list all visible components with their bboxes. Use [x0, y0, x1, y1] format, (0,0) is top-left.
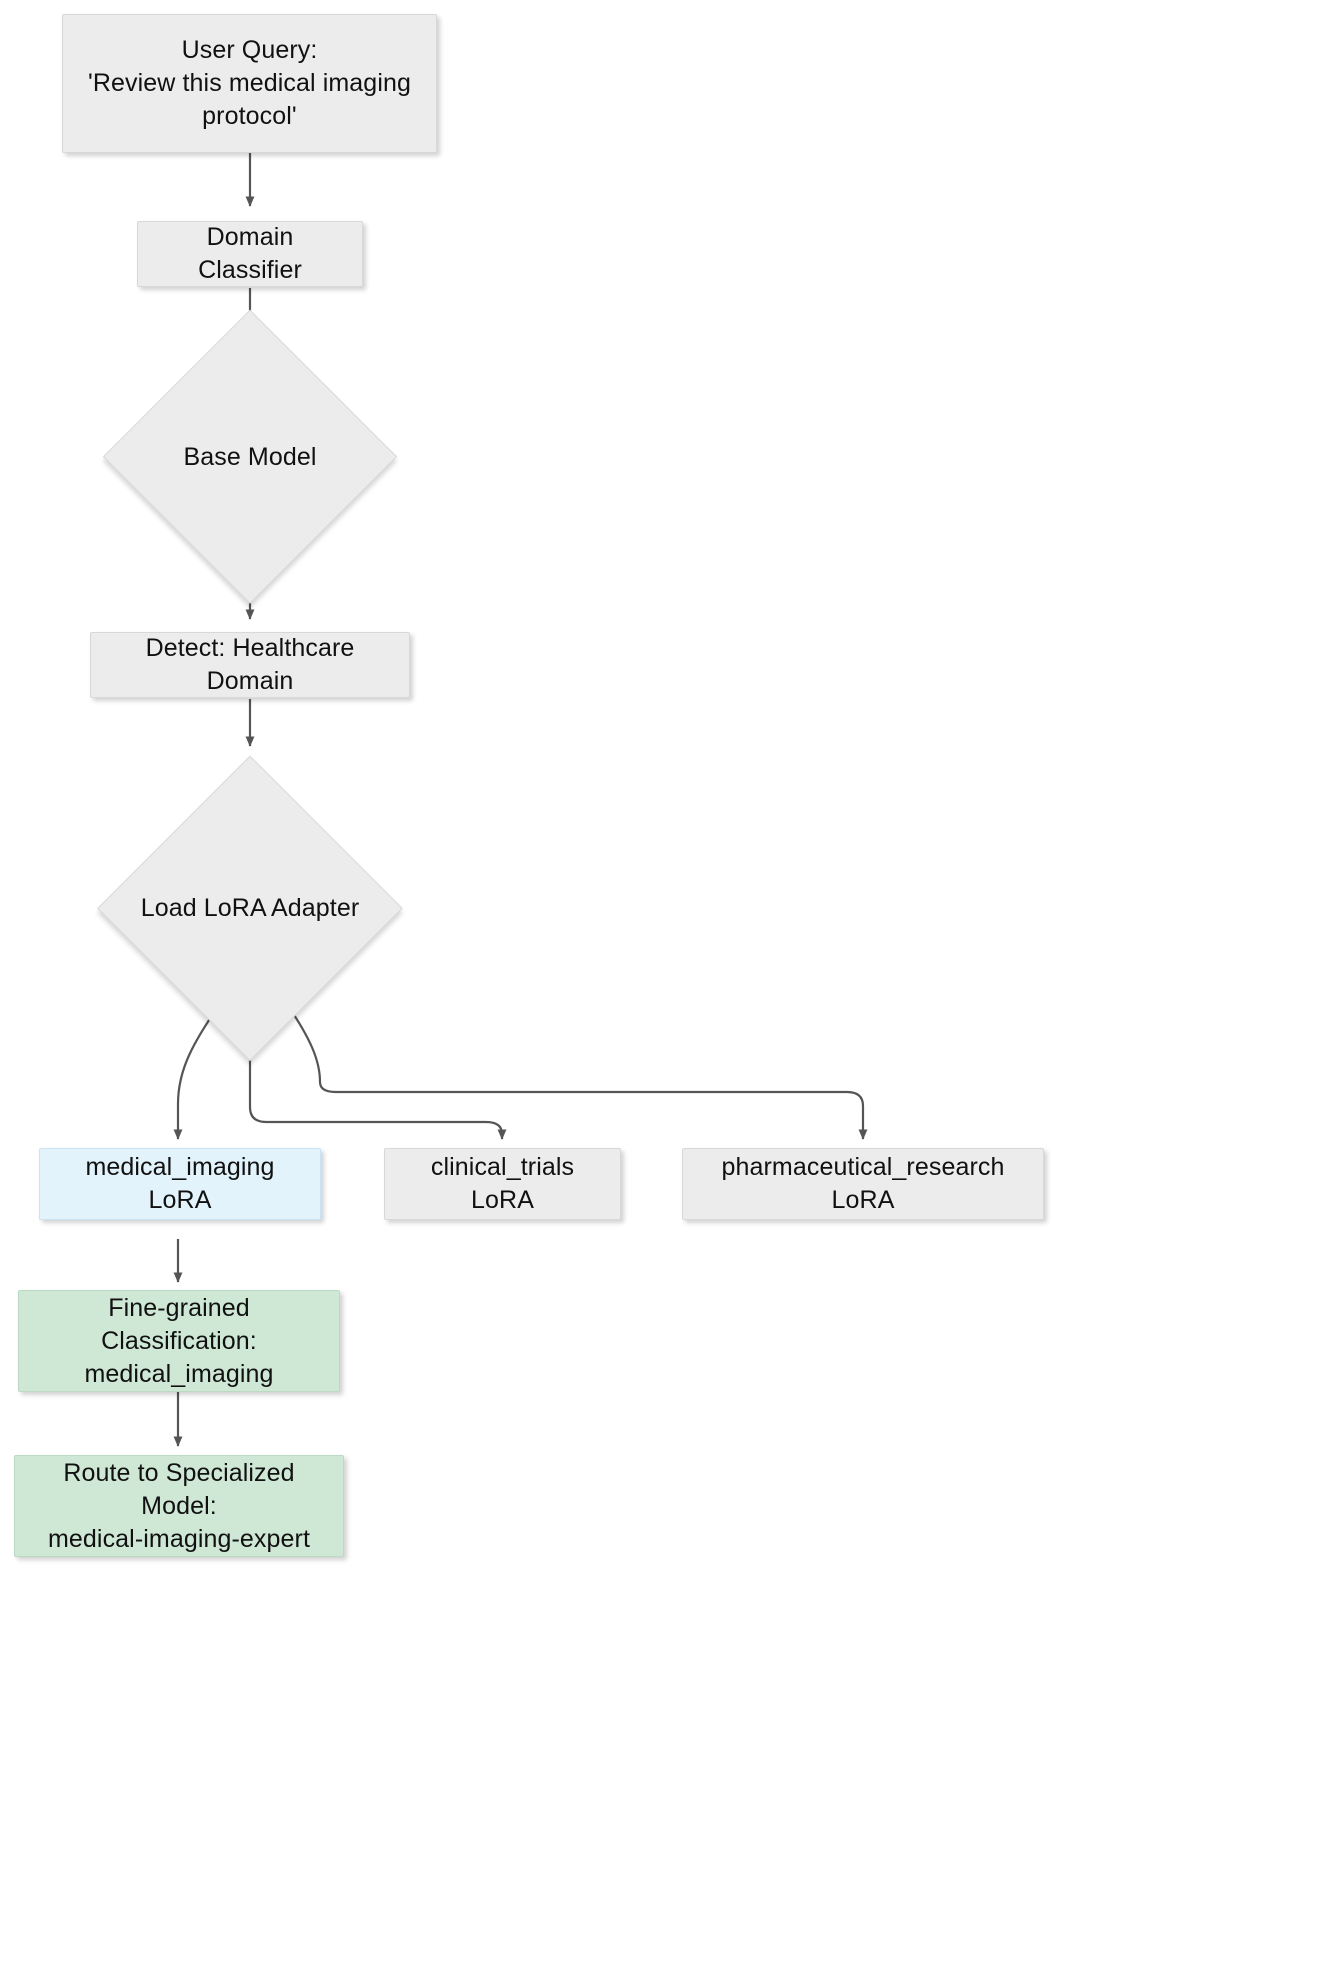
node-domain-classifier[interactable]: Domain Classifier [137, 221, 363, 287]
edge-load-lora-to-pharma-research-lora [283, 999, 868, 1140]
node-user-query[interactable]: User Query: 'Review this medical imaging… [62, 14, 437, 153]
node-fine-grained[interactable]: Fine-grained Classification: medical_ima… [18, 1290, 340, 1392]
node-medical-imaging-lora[interactable]: medical_imaging LoRA [39, 1148, 321, 1220]
edge-load-lora-to-clinical-trials-lora [248, 1031, 507, 1140]
node-route-model-label: Route to Specialized Model: medical-imag… [47, 1458, 311, 1553]
node-detect-domain-label: Detect: Healthcare Domain [145, 634, 355, 695]
node-user-query-label: User Query: 'Review this medical imaging… [88, 36, 411, 130]
node-detect-domain[interactable]: Detect: Healthcare Domain [90, 632, 410, 698]
node-base-model-label: Base Model [183, 442, 317, 471]
node-medical-imaging-lora-label: medical_imaging LoRA [85, 1153, 275, 1214]
node-domain-classifier-label: Domain Classifier [198, 223, 302, 284]
node-base-model[interactable]: Base Model [102, 309, 398, 605]
node-clinical-trials-lora[interactable]: clinical_trials LoRA [384, 1148, 621, 1220]
node-load-lora-label: Load LoRA Adapter [140, 893, 360, 922]
node-load-lora[interactable]: Load LoRA Adapter [97, 755, 403, 1061]
node-route-model[interactable]: Route to Specialized Model: medical-imag… [14, 1455, 344, 1557]
node-pharma-research-lora-label: pharmaceutical_research LoRA [721, 1153, 1005, 1214]
node-pharma-research-lora[interactable]: pharmaceutical_research LoRA [682, 1148, 1044, 1220]
node-fine-grained-label: Fine-grained Classification: medical_ima… [84, 1293, 274, 1388]
node-clinical-trials-lora-label: clinical_trials LoRA [430, 1153, 575, 1214]
